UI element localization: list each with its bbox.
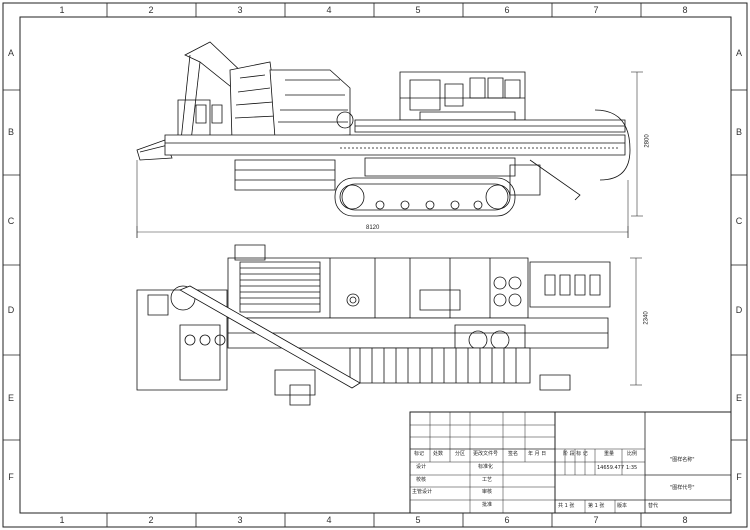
zone-col-6-bottom: 6 bbox=[504, 515, 510, 525]
zone-col-4-top: 4 bbox=[326, 5, 332, 15]
role-check: 校核 bbox=[416, 477, 427, 483]
role-lead: 主管设计 bbox=[412, 489, 433, 495]
zone-col-2-bottom: 2 bbox=[148, 515, 154, 525]
zone-col-6-top: 6 bbox=[504, 5, 510, 15]
zone-col-1-bottom: 1 bbox=[59, 515, 65, 525]
scale-label: 比例 bbox=[627, 451, 638, 457]
zone-col-5-top: 5 bbox=[415, 5, 421, 15]
title-block bbox=[410, 412, 731, 513]
zone-row-b-right: B bbox=[735, 127, 742, 137]
side-view bbox=[137, 42, 630, 216]
zone-col-8-top: 8 bbox=[682, 5, 688, 15]
zone-row-f-left: F bbox=[8, 472, 14, 482]
crawler-track bbox=[335, 178, 515, 216]
zone-row-c-right: C bbox=[735, 216, 743, 226]
zone-row-d-right: D bbox=[735, 305, 743, 315]
zone-col-7-top: 7 bbox=[593, 5, 599, 15]
process-label: 工艺 bbox=[482, 477, 493, 483]
weight-label: 重量 bbox=[604, 451, 615, 457]
rev-header-count: 处数 bbox=[433, 451, 444, 457]
plan-dimensions bbox=[630, 258, 642, 385]
power-head bbox=[400, 72, 525, 120]
rev-header-mark: 标记 bbox=[414, 451, 425, 457]
dimension-width: 2340 bbox=[643, 311, 650, 325]
review-label: 审核 bbox=[482, 489, 493, 495]
plan-boom bbox=[180, 286, 360, 388]
rev-header-doc: 更改文件号 bbox=[473, 451, 499, 457]
scale-value: 1:35 bbox=[626, 465, 638, 471]
zone-row-e-left: E bbox=[7, 393, 14, 403]
drawing-name: "图样名称" bbox=[670, 457, 695, 463]
plan-view bbox=[137, 245, 610, 405]
zone-col-3-bottom: 3 bbox=[237, 515, 243, 525]
front-blade bbox=[137, 140, 172, 160]
zone-row-a-left: A bbox=[7, 48, 14, 58]
column-ticks bbox=[107, 3, 641, 527]
sheet-number: 第 1 张 bbox=[588, 503, 605, 509]
zone-row-b-left: B bbox=[7, 127, 14, 137]
rev-header-date: 年 月 日 bbox=[528, 451, 547, 457]
stage-label: 阶 段 标 记 bbox=[563, 451, 588, 457]
approve-label: 批准 bbox=[482, 502, 493, 508]
zone-col-8-bottom: 8 bbox=[682, 515, 688, 525]
rev-header-zone: 分区 bbox=[455, 451, 466, 457]
dimension-height: 2800 bbox=[644, 134, 651, 148]
plan-deck bbox=[228, 258, 528, 318]
zone-row-a-right: A bbox=[735, 48, 742, 58]
rev-header-sign: 签名 bbox=[508, 451, 519, 457]
weight-value: 14659.477 bbox=[597, 465, 625, 471]
zone-row-e-right: E bbox=[735, 393, 742, 403]
dimension-overall-length: 8120 bbox=[366, 225, 380, 231]
zone-row-d-left: D bbox=[7, 305, 15, 315]
zone-col-3-top: 3 bbox=[237, 5, 243, 15]
zone-row-c-left: C bbox=[7, 216, 15, 226]
sheet-total: 共 1 张 bbox=[558, 503, 575, 509]
row-ticks bbox=[3, 90, 747, 440]
version-label: 版本 bbox=[617, 503, 628, 509]
std-label: 标准化 bbox=[478, 464, 494, 470]
zone-col-1-top: 1 bbox=[59, 5, 65, 15]
zone-col-5-bottom: 5 bbox=[415, 515, 421, 525]
zone-col-4-bottom: 4 bbox=[326, 515, 332, 525]
side-dimensions bbox=[137, 72, 643, 238]
zone-col-2-top: 2 bbox=[148, 5, 154, 15]
drawing-code: "图样代号" bbox=[670, 485, 695, 491]
main-frame bbox=[165, 135, 625, 155]
zone-col-7-bottom: 7 bbox=[593, 515, 599, 525]
replace-label: 替代 bbox=[648, 503, 659, 509]
track-fins bbox=[350, 348, 530, 383]
role-design: 设计 bbox=[416, 464, 427, 470]
zone-row-f-right: F bbox=[736, 472, 742, 482]
